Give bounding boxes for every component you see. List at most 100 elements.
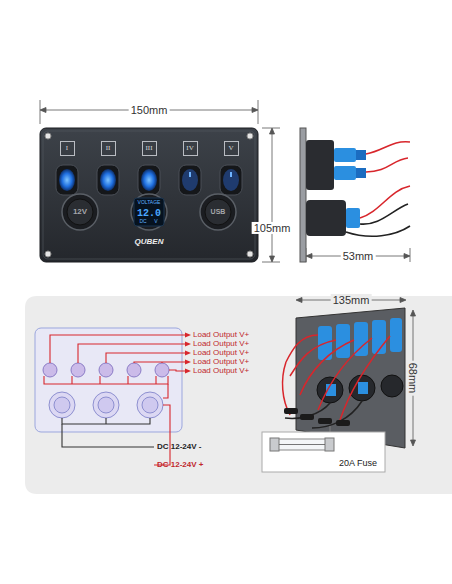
switch-panel-front-part <box>43 131 255 259</box>
wiring-schematic-part-part <box>163 384 168 398</box>
wiring-schematic-part-part <box>185 360 191 365</box>
sockets-part <box>67 199 93 225</box>
side-view-part <box>346 208 360 228</box>
wiring-schematic-part-part <box>78 344 188 363</box>
wiring-schematic-part-part <box>105 418 106 424</box>
rocker-switches-part <box>220 165 242 195</box>
dimension-lines-part <box>410 248 411 262</box>
sockets-part <box>200 194 236 230</box>
rocker-switches-part <box>97 165 119 195</box>
rocker-switches-part <box>141 169 157 191</box>
back-view-part-part <box>318 338 372 410</box>
wiring-schematic-part <box>43 363 57 377</box>
side-view-part <box>334 148 356 162</box>
back-view-part-part <box>284 408 298 414</box>
wire-label: Load Output V+ <box>193 349 249 358</box>
switch-panel-front-part <box>40 128 258 262</box>
wiring-schematic-part-part <box>62 424 154 447</box>
wiring-schematic-part <box>54 397 70 413</box>
sockets <box>62 194 236 230</box>
back-view-part <box>381 375 403 397</box>
switch-panel-front-part <box>247 251 253 257</box>
wiring-schematic-part <box>137 392 163 418</box>
voltmeter-label: V <box>154 219 157 225</box>
back-view-part-part <box>283 362 290 415</box>
dimension-label: 105mm <box>252 222 293 234</box>
dimension-label: 135mm <box>331 294 372 306</box>
wiring-schematic-part-part <box>106 353 188 363</box>
fuse-callout-part <box>330 426 331 432</box>
voltmeter-label: DC <box>139 219 146 225</box>
fuse-callout-part <box>279 444 325 445</box>
fuse-callout-part <box>325 438 334 451</box>
back-view-part-part <box>336 420 350 426</box>
dimension-lines-part <box>411 440 416 446</box>
wiring-schematic-part <box>49 392 75 418</box>
fuse-callout-part <box>262 432 385 472</box>
wiring-schematic-part-part <box>134 362 188 363</box>
rocker-switches <box>56 165 242 195</box>
rocker-switches-part <box>182 169 198 191</box>
wiring-schematic-part-part <box>44 376 168 384</box>
wiring-schematic-part-part <box>71 376 72 384</box>
wiring-schematic-part-part <box>185 351 191 356</box>
wiring-schematic-part <box>99 363 113 377</box>
switch-label-box: III <box>142 141 157 156</box>
dimension-lines-part <box>411 310 416 316</box>
wire-label: Load Output V+ <box>193 358 249 367</box>
back-view-part <box>317 377 343 403</box>
back-view-part-part <box>312 401 362 428</box>
wiring-schematic-part-part <box>127 376 128 384</box>
dimension-label: 53mm <box>341 250 376 262</box>
back-view-part <box>390 318 402 352</box>
rocker-switches-part <box>223 169 239 191</box>
dimension-label: 68mm <box>407 361 419 396</box>
back-view-part <box>336 324 350 358</box>
fuse-callout-box: 20A Fuse <box>262 432 385 472</box>
back-view-part-part <box>340 336 390 420</box>
side-view-part <box>334 166 356 180</box>
back-view-part-part <box>300 340 354 395</box>
rocker-switches-part <box>59 169 75 191</box>
fuse-label: 20A Fuse <box>339 459 377 469</box>
brand-logo: QUBEN <box>135 238 164 247</box>
switch-panel-front-part <box>247 133 253 139</box>
back-view-part <box>284 408 350 426</box>
wiring-schematic-part-part <box>185 342 191 347</box>
back-view-part-part <box>318 418 332 424</box>
side-view-part <box>306 140 334 190</box>
back-view-part-part <box>300 414 314 420</box>
side-view-part <box>356 150 366 160</box>
wiring-schematic-part-part <box>185 333 191 338</box>
sockets-part <box>131 194 167 230</box>
fuse-callout-part <box>270 438 279 451</box>
dimension-lines-part <box>270 256 275 262</box>
switch-number: II <box>106 145 111 153</box>
wire-label: Load Output V+ <box>193 340 249 349</box>
wiring-schematic-part <box>155 363 169 377</box>
side-view-part <box>360 186 410 218</box>
switch-label-box: I <box>60 141 75 156</box>
dimension-lines-part <box>272 129 273 261</box>
switch-number: III <box>146 145 153 153</box>
wiring-schematic-part <box>71 363 85 377</box>
back-view <box>283 308 405 448</box>
back-view-part <box>285 401 362 428</box>
socket-label: USB <box>211 208 226 216</box>
rocker-switches-part <box>100 169 116 191</box>
back-view-part <box>283 335 390 420</box>
dimension-lines <box>296 298 416 447</box>
wiring-schematic-part <box>98 397 114 413</box>
dimension-lines-part <box>258 100 259 124</box>
side-view-part <box>360 204 408 224</box>
switch-panel-front <box>40 128 258 262</box>
sockets-part <box>62 194 98 230</box>
back-view-part <box>349 375 375 401</box>
sockets-part <box>134 198 164 226</box>
rocker-switches-part <box>189 172 191 177</box>
side-view <box>300 128 410 262</box>
rocker-switches-part <box>179 165 201 195</box>
switch-number: I <box>66 145 68 153</box>
